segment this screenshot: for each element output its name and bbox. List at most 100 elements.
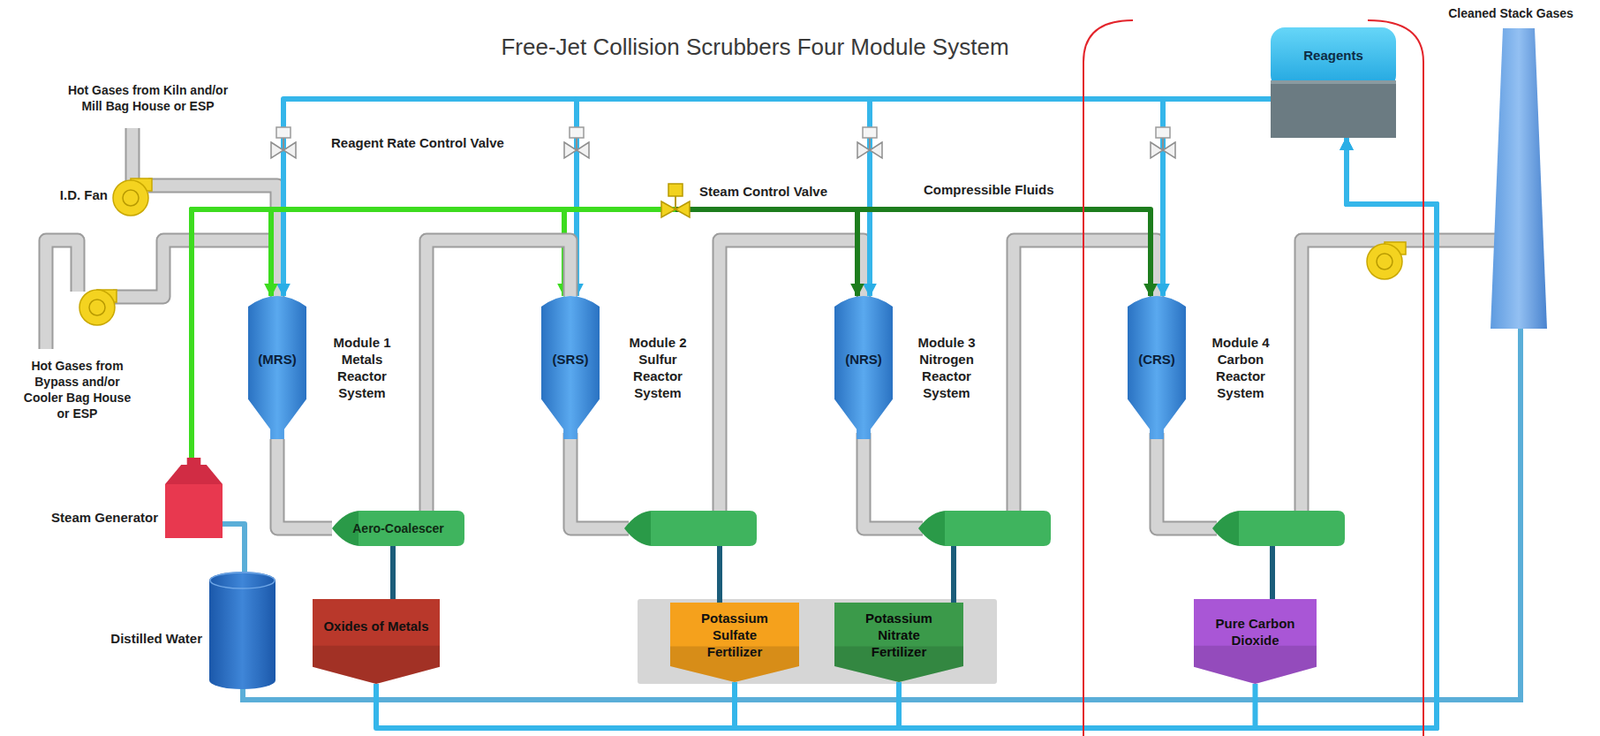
reactor-vessel-shape — [541, 295, 600, 439]
valve-actuator — [668, 183, 683, 197]
pipe-connector — [376, 137, 1437, 728]
reactor-vessel-shape — [1127, 295, 1186, 439]
line-label: Compressible Fluids — [923, 181, 1074, 198]
product-bin-part — [312, 645, 440, 684]
reactor-vessel-part — [248, 295, 307, 439]
reactor-vessel-text: (SRS) — [552, 350, 589, 368]
steam-generator-part — [165, 464, 223, 484]
reactor-vessel-text: (MRS) — [257, 350, 296, 368]
valve-actuator — [569, 127, 584, 138]
coalescer-body — [944, 510, 1051, 546]
pipe-line — [390, 545, 396, 599]
module-label: Module 3 Nitrogen Reactor System — [909, 333, 984, 401]
steam-valve — [661, 183, 690, 218]
source-note-box: Hot Gases from Bypass and/or Cooler Bag … — [17, 357, 137, 422]
gas-pipe — [45, 128, 1506, 529]
pipe-line — [576, 98, 1271, 296]
reactor-vessel-part — [1127, 295, 1186, 439]
stack — [1490, 28, 1548, 329]
product-bin: Pure Carbon Dioxide — [1193, 598, 1317, 684]
steam-generator-text: Steam Generator — [51, 508, 159, 526]
pipe-line — [277, 438, 333, 529]
pipe-connector — [734, 137, 1437, 728]
product-bin-part — [1193, 645, 1317, 684]
highlight-bracket — [1083, 20, 1424, 736]
module-label-box: Module 4 Carbon Reactor System — [1203, 333, 1278, 401]
aero-coalescer-text: Aero-Coalescer — [352, 520, 445, 536]
valve-actuator — [862, 127, 877, 138]
gas-pipe-outline — [45, 128, 1506, 529]
reactor-vessel-shape — [248, 295, 307, 439]
steam-generator-part — [187, 457, 202, 466]
module-label-box: Module 2 Sulfur Reactor System — [620, 333, 695, 401]
reactor-vessel: (NRS) — [834, 295, 893, 439]
steam-generator-part — [165, 483, 223, 538]
title-box: Free-Jet Collision Scrubbers Four Module… — [401, 33, 1109, 61]
reactor-vessel: (CRS) — [1127, 295, 1186, 439]
fertilizer-band — [637, 598, 997, 684]
valve-label-box: Reagent Rate Control Valve — [331, 134, 561, 151]
valve-label: Steam Control Valve — [699, 182, 850, 200]
product-bin: Oxides of Metals — [312, 598, 440, 684]
reactor-vessel-text: (NRS) — [845, 350, 883, 368]
reagent-tank-text: Reagents — [1303, 46, 1364, 64]
product-bin-text: Oxides of Metals — [317, 617, 435, 634]
reactor-vessel-text: (CRS) — [1138, 350, 1176, 368]
fan-housing — [79, 289, 115, 325]
fan-label-box: I.D. Fan — [17, 186, 108, 204]
reagent-tank: Reagents — [1270, 27, 1397, 138]
reactor-vessel: (MRS) — [248, 295, 307, 439]
coalescer-nose — [624, 510, 654, 546]
pipe-line — [191, 209, 1151, 458]
valve-actuator — [1155, 127, 1170, 138]
pipe-connector — [392, 545, 394, 599]
pipe-line — [222, 523, 245, 572]
product-bin: Potassium Nitrate Fertilizer — [834, 602, 964, 682]
line-label-box: Compressible Fluids — [923, 181, 1074, 198]
fan-housing — [1366, 243, 1403, 280]
distilled-water-tank-text: Distilled Water — [110, 629, 203, 647]
reagent-valve — [271, 127, 1176, 159]
reactor-vessel-shape — [834, 295, 893, 439]
reactor-vessel: (SRS) — [541, 295, 600, 439]
reagent-tank-part — [1270, 80, 1397, 84]
fan-housing — [113, 180, 149, 216]
pipe-connector — [898, 137, 1437, 728]
distilled-water-tank-shape — [209, 571, 276, 689]
valve-actuator — [276, 127, 291, 138]
pipe-line — [376, 137, 1437, 728]
source-note: Hot Gases from Bypass and/or Cooler Bag … — [17, 357, 137, 422]
valve-label: Reagent Rate Control Valve — [331, 134, 561, 151]
reactor-vessel-part — [541, 295, 600, 439]
product-bin-part — [1193, 598, 1317, 684]
reactor-vessel-part — [834, 295, 893, 439]
pipe-line — [734, 137, 1437, 728]
pipe-connector — [277, 438, 333, 529]
source-note: Hot Gases from Kiln and/or Mill Bag Hous… — [61, 82, 234, 114]
steam-generator-shape — [165, 457, 223, 538]
valve-stem — [1162, 137, 1164, 151]
module-label: Module 4 Carbon Reactor System — [1203, 333, 1278, 401]
pipe-connector — [222, 523, 245, 572]
stack-label-box: Cleaned Stack Gases — [1428, 5, 1593, 22]
stack-label: Cleaned Stack Gases — [1428, 5, 1593, 22]
aero-coalescer: Aero-Coalescer — [332, 510, 465, 546]
product-bin: Potassium Sulfate Fertilizer — [670, 602, 800, 682]
product-bin-text: Pure Carbon Dioxide — [1203, 614, 1308, 649]
drain-line — [719, 543, 1273, 604]
fan-rotor — [1376, 253, 1393, 270]
source-note-box: Hot Gases from Kiln and/or Mill Bag Hous… — [61, 82, 234, 114]
coalescer-nose — [1212, 510, 1242, 546]
product-bin-part — [312, 598, 440, 684]
pipe-outline — [277, 438, 333, 529]
pipe-connector — [191, 209, 1151, 458]
steam-generator: Steam Generator — [165, 457, 223, 538]
pipe-connector — [1162, 98, 1271, 296]
module-label: Module 2 Sulfur Reactor System — [620, 333, 695, 401]
coalescer-symbol — [624, 510, 1345, 546]
product-bin-part — [834, 602, 964, 682]
product-bin-text: Potassium Nitrate Fertilizer — [854, 609, 944, 660]
module-label: Module 1 Metals Reactor System — [324, 333, 400, 401]
pipe-line — [898, 137, 1437, 728]
pipe-connector — [869, 98, 1271, 296]
